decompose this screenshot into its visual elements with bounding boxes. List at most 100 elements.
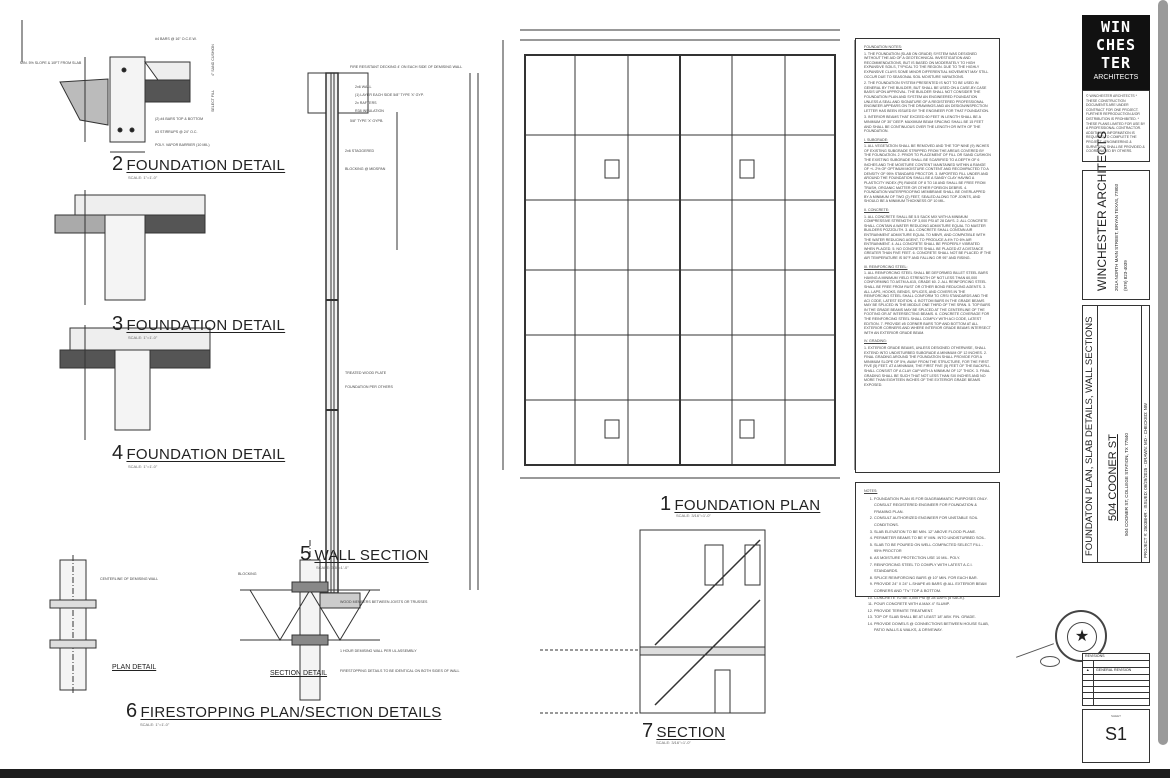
- note-item: CONCRETE TO BE 3,000 PSI @ 28 DAYS (5 SA…: [874, 595, 991, 602]
- detail-title-text: FOUNDATION DETAIL: [126, 317, 286, 334]
- plan-detail-label: PLAN DETAIL: [112, 664, 157, 671]
- callout-text: WOOD MEMBERS BETWEEN JOISTS OR TRUSSES: [340, 600, 428, 604]
- project-info: PROJECT #: 2503BHR - ISSUED: 08/29/2025 …: [1143, 403, 1148, 558]
- revisions-table: REVISIONS ▲ GENERAL REVISION: [1082, 653, 1150, 706]
- note-item: PROVIDE 24" X 24" L-SHAPE #5 BARS @ ALL …: [874, 581, 991, 594]
- detail-number: 1: [660, 493, 672, 515]
- note-item: SLAB ELEVATION TO BE MIN. 12" ABOVE FLOO…: [874, 529, 991, 536]
- note-item: REINFORCING STEEL TO COMPLY WITH LATEST …: [874, 562, 991, 575]
- foundation-notes-section-heading: II. CONCRETE:: [864, 208, 890, 212]
- revision-1: GENERAL REVISION: [1096, 668, 1132, 672]
- firm-logo: WIN CHES TER ARCHITECTS: [1082, 15, 1150, 90]
- note-item: SPLICE REINFORCING BARS @ 10" MIN. FOR E…: [874, 575, 991, 582]
- detail-number: 6: [126, 700, 138, 722]
- notes-list: FOUNDATION PLAN IS FOR DIAGRAMMATIC PURP…: [864, 496, 991, 634]
- notes-panel: NOTES: FOUNDATION PLAN IS FOR DIAGRAMMAT…: [855, 482, 1000, 632]
- note-item: SLAB TO BE POURED ON WELL COMPACTED SELE…: [874, 542, 991, 555]
- foundation-notes-sections: I. SUBGRADE: 1. ALL VEGETATION SHALL BE R…: [864, 138, 991, 388]
- callout-text: FOUNDATION PER OTHERS: [345, 385, 393, 389]
- vertical-scrollbar[interactable]: [1158, 0, 1168, 745]
- detail-5-scale: SCALE: 3/8"=1'-0": [316, 565, 349, 570]
- detail-number: 5: [300, 543, 312, 565]
- note-item: PROVIDE DOWELS @ CONNECTIONS BETWEEN HOU…: [874, 621, 991, 634]
- note-item: POUR CONCRETE WITH A MAX 4" SLUMP.: [874, 601, 991, 608]
- detail-3-scale: SCALE: 1"=1'-0": [128, 335, 158, 340]
- sheet-number-box: SHEET S1: [1082, 709, 1150, 763]
- sheet-label: SHEET: [1110, 714, 1121, 718]
- foundation-notes-section-heading: IV. GRADING:: [864, 339, 887, 344]
- foundation-detail-2-drawing: [59, 56, 191, 153]
- copyright-notice: © WINCHESTER ARCHITECTS * THESE CONSTRUC…: [1082, 90, 1150, 162]
- detail-4-scale: SCALE: 1"=1'-0": [128, 464, 158, 469]
- foundation-notes-section-heading: III. REINFORCING STEEL:: [864, 264, 908, 269]
- note-item: CONSULT AUTHORIZED ENGINEER FOR UNSTABLE…: [874, 515, 991, 528]
- seal-star-icon: ★: [1067, 622, 1097, 652]
- callout-select-fill: SELECT FILL: [211, 90, 215, 112]
- foundation-note-paragraph: 1. THE FOUNDATION (SLAB ON GRADE) SYSTEM…: [864, 51, 989, 79]
- foundation-notes-panel: FOUNDATION NOTES: 1. THE FOUNDATION (SLA…: [855, 38, 1000, 473]
- note-item: TOP OF SLAB SHALL BE AT LEAST 18" ABV. F…: [874, 614, 991, 621]
- note-item: PERIMETER BEAMS TO BE 9" MIN. INTO UNDIS…: [874, 535, 991, 542]
- foundation-detail-4-drawing: [59, 325, 211, 440]
- callout-text: (1) LAYER EACH SIDE 5/8" TYPE 'X' GYP.: [355, 93, 424, 97]
- callout-text: 1 HOUR DEMISING WALL PER UL ASSEMBLY: [340, 649, 417, 653]
- firm-name: WINCHESTER ARCHITECTS: [1095, 130, 1109, 291]
- callout-text: BLOCKING @ MIDSPAN: [345, 167, 386, 171]
- revision-tag: [1040, 656, 1060, 667]
- detail-title-text: FIRESTOPPING PLAN/SECTION DETAILS: [140, 704, 442, 721]
- revision-delta-icon: ▲: [1086, 668, 1090, 672]
- foundation-notes-section-text: 1. ALL VEGETATION SHALL BE REMOVED AND T…: [864, 144, 991, 204]
- callout-text: 2x RAFTERS: [355, 101, 377, 105]
- logo-letters: WIN CHES TER: [1095, 18, 1137, 72]
- firestopping-section-detail-drawing: [240, 540, 380, 701]
- project-name: 504 COONER ST: [1107, 434, 1119, 521]
- foundation-notes-intro: 1. THE FOUNDATION (SLAB ON GRADE) SYSTEM…: [864, 52, 991, 134]
- detail-7-scale: SCALE: 3/16"=1'-0": [656, 740, 691, 745]
- detail-1-scale: SCALE: 3/16"=1'-0": [676, 513, 711, 518]
- logo-word: ARCHITECTS: [1093, 74, 1139, 81]
- bottom-bar: [0, 769, 1170, 778]
- detail-2-scale: SCALE: 1"=1'-0": [128, 175, 158, 180]
- foundation-notes-section-text: 1. ALL CONCRETE SHALL BE 5.5 SACK MIX WI…: [864, 214, 992, 260]
- foundation-note-paragraph: 3. INTERIOR BEAMS THAT EXCEED 60 FEET IN…: [864, 115, 984, 134]
- foundation-notes-section-text: 1. EXTERIOR GRADE BEAMS, UNLESS DESIGNED…: [864, 346, 991, 387]
- note-item: FOUNDATION PLAN IS FOR DIAGRAMMATIC PURP…: [874, 496, 991, 516]
- detail-title-text: FOUNDATION DETAIL: [126, 446, 286, 463]
- callout-text: BLOCKING: [238, 572, 257, 576]
- firm-address: 201A NORTH MAIN STREET, BRYAN TEXAS, 778…: [1114, 184, 1119, 291]
- architect-seal: ★: [1055, 610, 1107, 662]
- callout-text: MIN. 5% SLOPE & 10FT FROM SLAB: [20, 61, 82, 65]
- callout-text: FIRE RESISTANT DECKING 4' ON EACH SIDE O…: [350, 65, 462, 69]
- callout-text: #3 STIRRUPS @ 24" O.C.: [155, 130, 197, 134]
- detail-title-text: SECTION: [656, 724, 726, 741]
- sheet-title: FOUNDATON PLAN, SLAB DETAILS, WALL SECTI…: [1084, 316, 1095, 557]
- detail-title-text: WALL SECTION: [314, 547, 429, 564]
- detail-title-text: FOUNDATION DETAIL: [126, 157, 286, 174]
- callout-text: 2x6 WALL: [355, 85, 371, 89]
- foundation-notes-section-heading: I. SUBGRADE:: [864, 137, 889, 142]
- foundation-notes-section-text: 1. ALL REINFORCING STEEL SHALL BE DEFORM…: [864, 271, 991, 335]
- revisions-heading: REVISIONS: [1083, 654, 1149, 661]
- callout-text: FIRESTOPPING DETAILS TO BE IDENTICAL ON …: [340, 669, 459, 673]
- firm-info-box: WINCHESTER ARCHITECTS 201A NORTH MAIN ST…: [1082, 131, 1150, 300]
- callout-text: 2x6 STAGGERED: [345, 149, 374, 153]
- firestopping-plan-detail-drawing: [49, 555, 97, 695]
- foundation-detail-3-drawing: [54, 190, 206, 305]
- detail-number: 2: [112, 153, 124, 175]
- callout-text: (2) #4 BARS TOP & BOTTOM: [155, 117, 203, 121]
- project-address: 504 COONER ST, COLLEGE STATION, TX 77840: [1124, 433, 1129, 536]
- detail-title-text: FOUNDATION PLAN: [674, 497, 821, 514]
- detail-6-scale: SCALE: 1"=1'-0": [140, 722, 170, 727]
- foundation-plan-drawing: [502, 29, 856, 479]
- callout-text: R38 INSULATION: [355, 109, 384, 113]
- sheet-number: S1: [1104, 724, 1128, 744]
- foundation-notes-heading: FOUNDATION NOTES:: [864, 45, 902, 49]
- sheet-info-box: FOUNDATON PLAN, SLAB DETAILS, WALL SECTI…: [1082, 305, 1150, 563]
